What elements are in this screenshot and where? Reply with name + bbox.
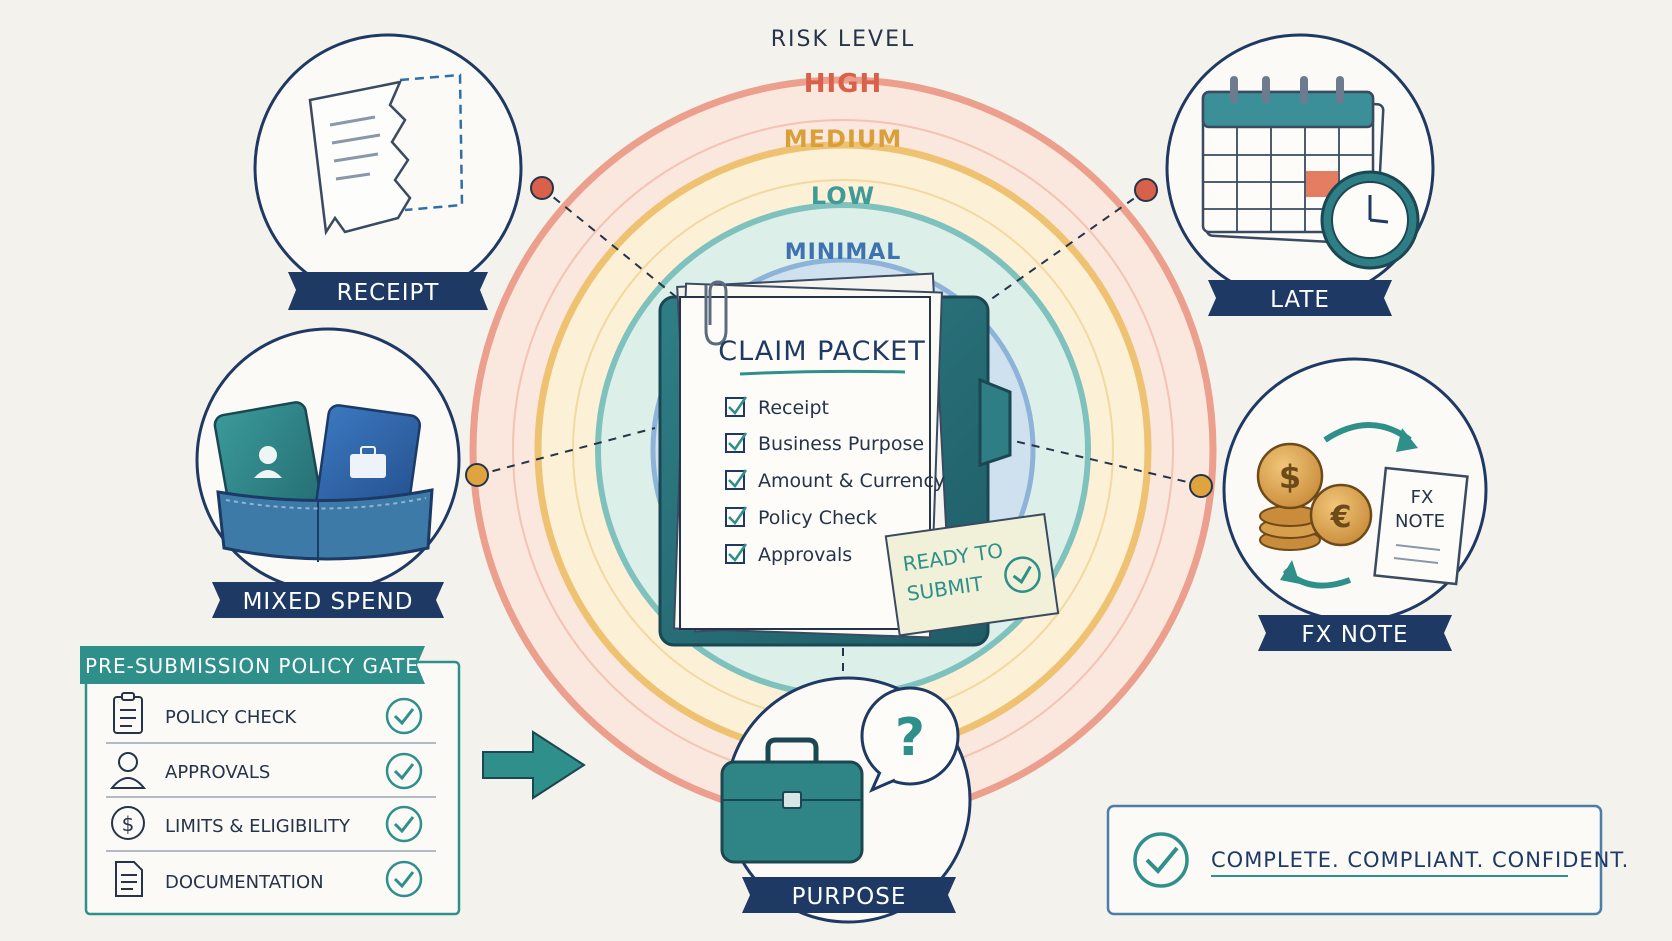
front-page bbox=[679, 296, 931, 630]
question-glyph: ? bbox=[895, 708, 925, 768]
check-circle-icon bbox=[385, 860, 423, 898]
risk-factor-label: MIXED SPEND bbox=[243, 589, 414, 615]
fx-doc-line-2: NOTE bbox=[1395, 511, 1445, 532]
risk-factor-label: LATE bbox=[1270, 287, 1330, 313]
receipt-banner bbox=[288, 272, 488, 310]
checklist-item-amount-currency: Amount & Currency bbox=[725, 469, 945, 492]
paperclip-icon bbox=[704, 280, 728, 346]
connector-late bbox=[989, 189, 1147, 301]
svg-text:$: $ bbox=[122, 812, 135, 836]
policy-gate-row-approvals: APPROVALS bbox=[106, 752, 436, 798]
check-circle-icon bbox=[1133, 832, 1189, 888]
policy-gate-title: PRE-SUBMISSION POLICY GATE bbox=[85, 654, 419, 678]
policy-gate-title-banner bbox=[80, 646, 425, 684]
policy-gate-row-policy-check: POLICY CHECK bbox=[106, 692, 436, 744]
claim-checklist: Receipt Business Purpose Amount & Curren… bbox=[725, 396, 945, 566]
checklist-label: Policy Check bbox=[758, 507, 877, 529]
policy-gate-item-label: APPROVALS bbox=[165, 762, 270, 783]
risk-factor-label: FX NOTE bbox=[1301, 622, 1408, 648]
policy-gate-row-limits: $ LIMITS & ELIGIBILITY bbox=[106, 805, 436, 852]
checklist-item-policy-check: Policy Check bbox=[725, 506, 877, 529]
torn-receipt-icon bbox=[308, 73, 464, 236]
check-circle-icon bbox=[385, 805, 423, 843]
person-icon bbox=[109, 752, 147, 789]
connector-fx-note bbox=[1009, 439, 1201, 486]
fx-doc-line-1: FX bbox=[1411, 487, 1434, 508]
policy-gate-row-documentation: DOCUMENTATION bbox=[115, 860, 423, 898]
tagline-box: COMPLETE. COMPLIANT. CONFIDENT. bbox=[1106, 804, 1629, 916]
document-icon bbox=[115, 861, 143, 897]
briefcase-question-icon: ? bbox=[720, 686, 960, 864]
risk-factor-receipt: RECEIPT bbox=[253, 33, 523, 310]
late-banner bbox=[1208, 280, 1392, 316]
purpose-banner bbox=[742, 877, 956, 913]
risk-factor-fx-note: $ € FX NOTE FX NOTE bbox=[1222, 357, 1488, 651]
checklist-item-receipt: Receipt bbox=[725, 396, 829, 419]
clipboard-icon bbox=[113, 692, 143, 734]
policy-gate-item-label: DOCUMENTATION bbox=[165, 872, 324, 893]
euro-glyph: € bbox=[1330, 500, 1352, 535]
risk-factor-mixed-spend: MIXED SPEND bbox=[195, 327, 461, 618]
dot-receipt bbox=[530, 176, 554, 200]
risk-level-labels: RISK LEVEL HIGH MEDIUM LOW MINIMAL bbox=[770, 22, 916, 265]
policy-gate-item-label: LIMITS & ELIGIBILITY bbox=[165, 816, 351, 837]
gate-arrow-icon bbox=[482, 730, 586, 800]
risk-level-title: RISK LEVEL bbox=[771, 27, 916, 52]
dot-mixed-spend bbox=[465, 463, 489, 487]
checklist-item-approvals: Approvals bbox=[725, 543, 852, 566]
cards-wallet-icon bbox=[213, 401, 434, 562]
risk-factor-purpose: ? PURPOSE bbox=[720, 676, 972, 924]
claim-packet-title: CLAIM PACKET bbox=[718, 336, 926, 367]
mixed-spend-banner bbox=[212, 582, 444, 618]
dot-late bbox=[1134, 178, 1158, 202]
title-underline bbox=[739, 369, 906, 376]
sticky-check-icon bbox=[1004, 556, 1041, 593]
check-circle-icon bbox=[385, 752, 423, 790]
calendar-clock-icon bbox=[1201, 76, 1420, 270]
dot-fx-note bbox=[1189, 474, 1213, 498]
connector-mixed-spend bbox=[477, 427, 656, 476]
fx-note-banner bbox=[1258, 615, 1452, 651]
tagline-text: COMPLETE. COMPLIANT. CONFIDENT. bbox=[1211, 848, 1629, 872]
risk-factor-label: RECEIPT bbox=[337, 280, 440, 306]
claim-packet: CLAIM PACKET Receipt Business Purpose Am… bbox=[658, 272, 1060, 647]
risk-label-minimal: MINIMAL bbox=[785, 240, 902, 265]
checklist-label: Business Purpose bbox=[758, 433, 924, 455]
check-circle-icon bbox=[385, 697, 423, 735]
folder-tab bbox=[978, 377, 1012, 468]
risk-label-high: HIGH bbox=[804, 69, 883, 99]
risk-factor-label: PURPOSE bbox=[792, 884, 907, 910]
coins-exchange-icon: $ € FX NOTE bbox=[1256, 422, 1469, 589]
checklist-label: Receipt bbox=[758, 397, 829, 419]
checklist-item-business-purpose: Business Purpose bbox=[725, 432, 924, 455]
risk-factor-late: LATE bbox=[1165, 33, 1435, 316]
pre-submission-policy-gate: PRE-SUBMISSION POLICY GATE POLICY CHECK … bbox=[80, 646, 461, 916]
checklist-label: Amount & Currency bbox=[758, 470, 945, 492]
ready-to-submit-sticky-note: READY TO SUBMIT bbox=[884, 512, 1060, 637]
checklist-label: Approvals bbox=[758, 544, 852, 566]
risk-label-medium: MEDIUM bbox=[784, 125, 903, 153]
dollar-glyph: $ bbox=[1279, 458, 1301, 496]
policy-gate-item-label: POLICY CHECK bbox=[165, 707, 297, 728]
risk-label-low: LOW bbox=[811, 182, 875, 210]
dollar-icon: $ bbox=[111, 806, 145, 840]
